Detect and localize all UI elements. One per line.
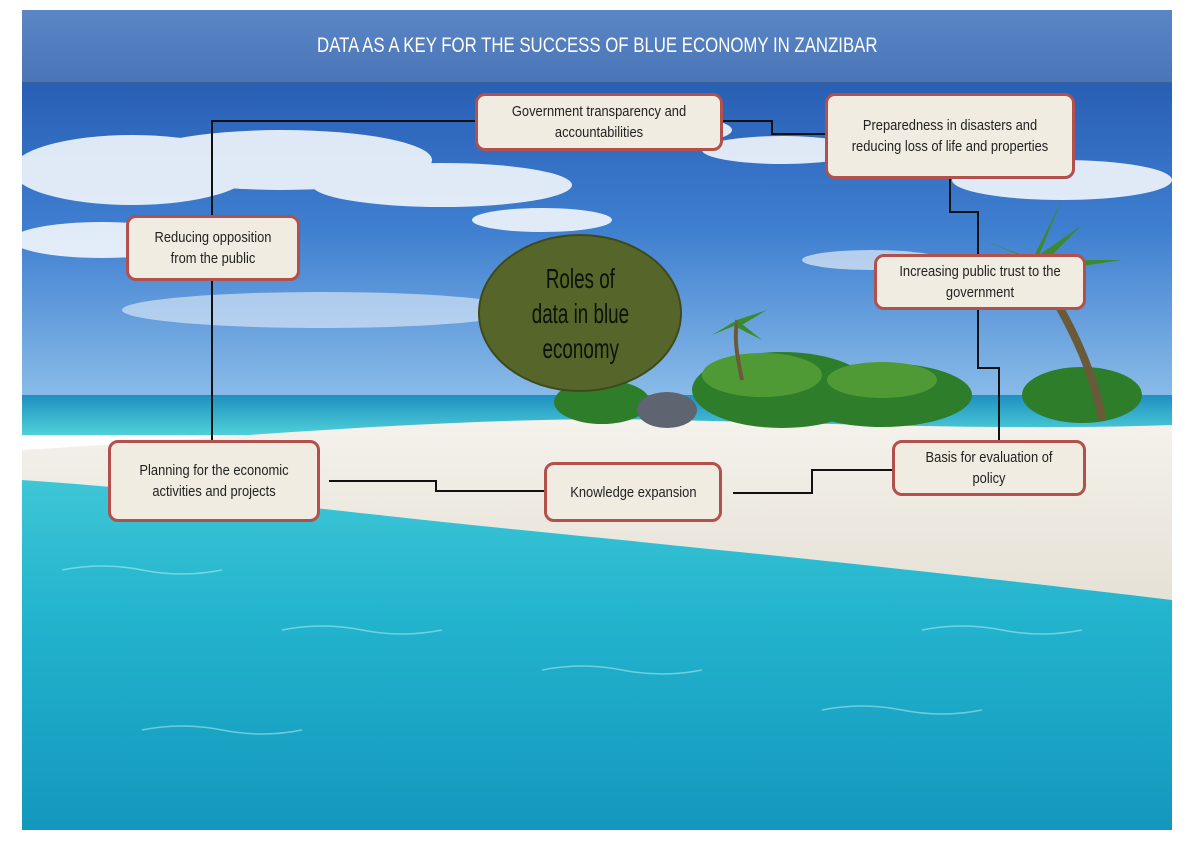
center-topic-ellipse: Roles of data in blue economy [478,234,682,392]
node-government-transparency-label: Government transparency and accountabili… [511,103,687,141]
slide: DATA AS A KEY FOR THE SUCCESS OF BLUE EC… [22,10,1172,830]
node-planning-economic-label: Planning for the economic activities and… [139,462,289,500]
center-label-line-3: economy [541,332,619,364]
node-preparedness-disasters-label: Preparedness in disasters and reducing l… [851,117,1049,155]
node-planning-economic: Planning for the economic activities and… [108,440,320,522]
node-increasing-public-trust-label: Increasing public trust to the governmen… [899,263,1061,301]
title-banner: DATA AS A KEY FOR THE SUCCESS OF BLUE EC… [22,10,1172,84]
node-basis-evaluation: Basis for evaluation of policy [892,440,1086,496]
center-label-line-2: data in blue [531,297,629,329]
node-increasing-public-trust: Increasing public trust to the governmen… [874,254,1086,310]
node-reducing-opposition-label: Reducing opposition from the public [154,229,272,267]
page-title: DATA AS A KEY FOR THE SUCCESS OF BLUE EC… [316,34,878,57]
connector-transparency-to-opposition [211,120,475,215]
node-reducing-opposition: Reducing opposition from the public [126,215,300,281]
connector-knowledge-to-basis [733,469,892,494]
node-knowledge-expansion-label: Knowledge expansion [569,483,697,501]
connector-preparedness-to-trust [949,179,979,254]
connector-planning-to-knowledge [329,480,544,492]
connector-trust-to-basis [977,308,1000,440]
center-label-line-1: Roles of [545,262,615,294]
connector-transparency-to-preparedness [723,120,825,135]
node-government-transparency: Government transparency and accountabili… [475,93,723,151]
connector-lines [211,120,1000,494]
node-preparedness-disasters: Preparedness in disasters and reducing l… [825,93,1075,179]
node-knowledge-expansion: Knowledge expansion [544,462,722,522]
node-basis-evaluation-label: Basis for evaluation of policy [925,449,1053,487]
